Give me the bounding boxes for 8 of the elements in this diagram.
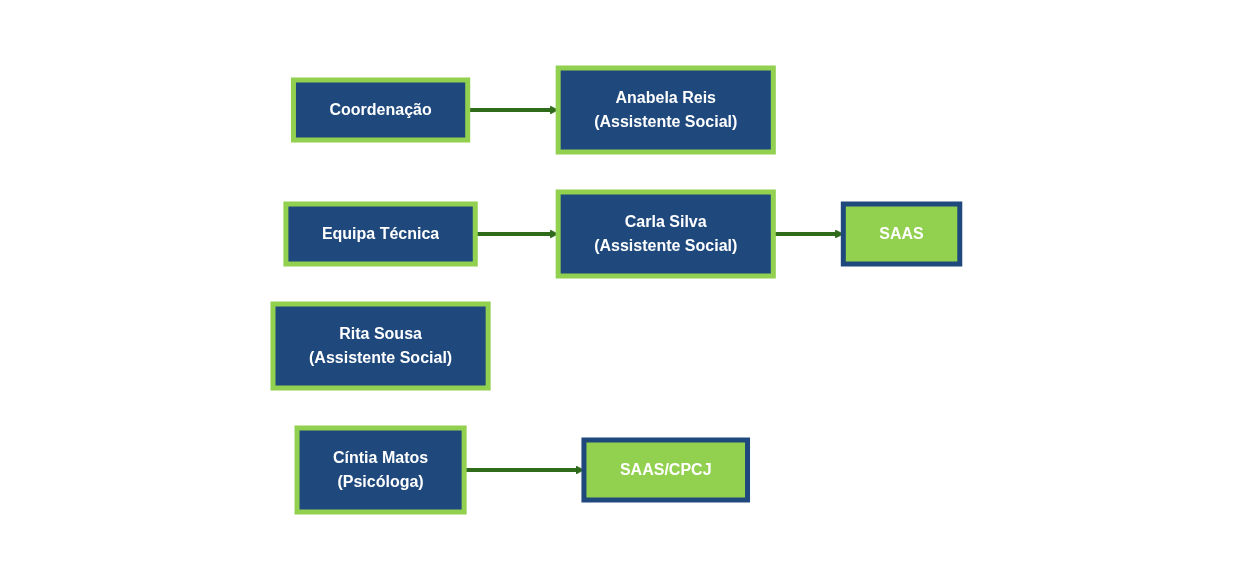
- node-box: Rita Sousa (Assistente Social): [270, 301, 491, 391]
- node-box: Coordenação: [291, 77, 471, 143]
- node-box: Anabela Reis (Assistente Social): [555, 65, 776, 155]
- node-box: Cíntia Matos (Psicóloga): [294, 425, 467, 515]
- node-box: Carla Silva (Assistente Social): [555, 189, 776, 279]
- node-box: SAAS/CPCJ: [581, 437, 751, 503]
- node-box: Equipa Técnica: [283, 201, 478, 267]
- node-box: SAAS: [840, 201, 963, 267]
